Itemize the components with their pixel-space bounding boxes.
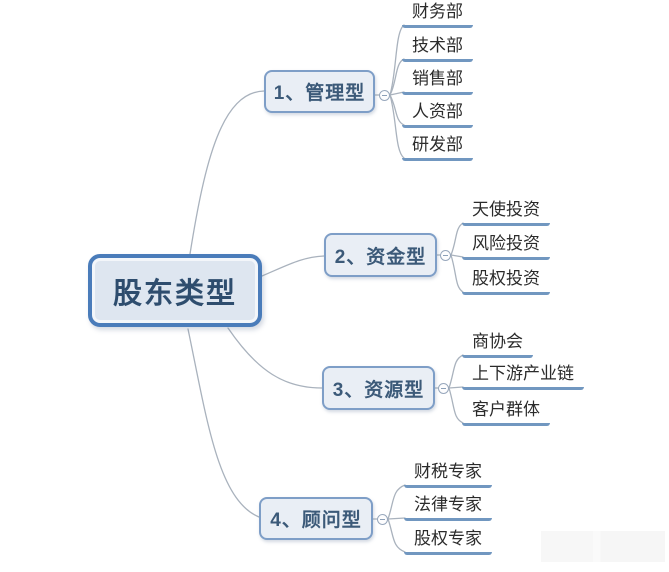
collapse-toggle-branch4[interactable] (377, 514, 388, 525)
leaf-node-business-association[interactable]: 商协会 (462, 331, 533, 358)
branch-node-management[interactable]: 1、管理型 (264, 70, 375, 113)
leaf-node-finance-dept[interactable]: 财务部 (402, 1, 473, 28)
leaf-node-equity-investment[interactable]: 股权投资 (462, 268, 550, 295)
minus-icon (443, 255, 448, 256)
watermark (541, 531, 665, 562)
leaf-node-hr-dept[interactable]: 人资部 (402, 101, 473, 128)
collapse-toggle-branch3[interactable] (438, 383, 449, 394)
connector-root-branch2 (261, 255, 325, 277)
leaf-node-equity-expert[interactable]: 股权专家 (404, 528, 492, 555)
branch-node-resource[interactable]: 3、资源型 (322, 366, 435, 410)
leaf-node-tech-dept[interactable]: 技术部 (402, 35, 473, 62)
connector-root-branch1 (189, 90, 265, 255)
leaf-node-rd-dept[interactable]: 研发部 (402, 134, 473, 161)
minus-icon (380, 519, 385, 520)
leaf-node-industry-chain[interactable]: 上下游产业链 (462, 363, 584, 390)
branch-node-capital[interactable]: 2、资金型 (324, 233, 437, 277)
collapse-toggle-branch1[interactable] (379, 90, 390, 101)
branch-node-label: 4、顾问型 (270, 510, 362, 531)
leaf-node-venture-capital[interactable]: 风险投资 (462, 233, 550, 260)
branch-node-label: 2、资金型 (334, 246, 427, 268)
branch-node-label: 1、管理型 (273, 83, 366, 104)
minus-icon (441, 388, 446, 389)
leaf-node-legal-expert[interactable]: 法律专家 (404, 494, 492, 521)
leaf-node-customer-groups[interactable]: 客户群体 (462, 399, 550, 426)
root-node-label: 股东类型 (112, 277, 237, 310)
leaf-node-angel-investment[interactable]: 天使投资 (462, 199, 550, 226)
minus-icon (382, 95, 387, 96)
branch-node-advisor[interactable]: 4、顾问型 (259, 497, 373, 540)
leaf-node-tax-expert[interactable]: 财税专家 (404, 461, 492, 488)
leaf-node-sales-dept[interactable]: 销售部 (402, 68, 473, 95)
connector-root-branch4 (187, 328, 260, 518)
connector-root-branch3 (227, 327, 323, 389)
branch-node-label: 3、资源型 (332, 379, 425, 401)
collapse-toggle-branch2[interactable] (440, 250, 451, 261)
root-node-shareholder-types[interactable]: 股东类型 (88, 254, 262, 327)
